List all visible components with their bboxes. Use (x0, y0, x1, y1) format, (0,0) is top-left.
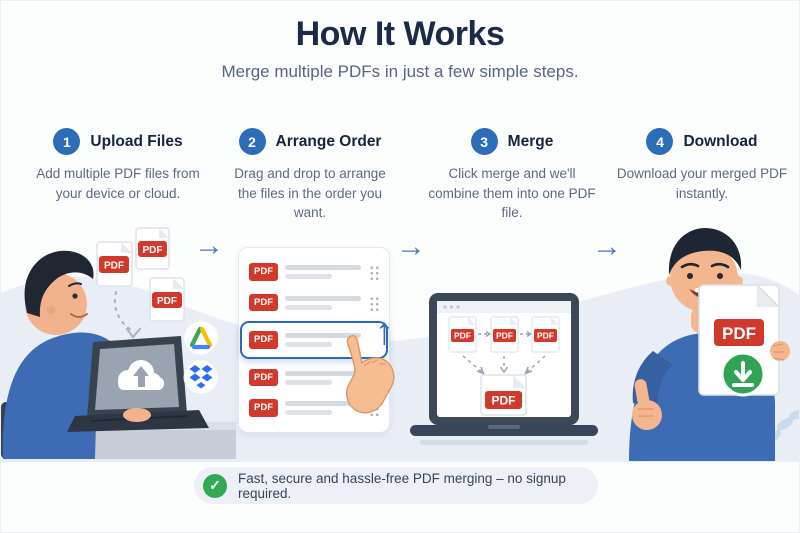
file-list-item[interactable]: PDF (249, 260, 379, 284)
pdf-badge: PDF (249, 263, 278, 281)
thumbs-up-icon (632, 351, 673, 430)
step-number-badge: 3 (470, 128, 498, 155)
merged-pdf-document: PDF (698, 284, 780, 397)
step-download: 4 Download Download your merged PDF inst… (611, 128, 793, 203)
laptop-base (410, 425, 598, 436)
svg-text:PDF: PDF (496, 331, 513, 341)
step-description: Click merge and we'll combine them into … (428, 166, 596, 221)
step-upload-files: 1 Upload Files Add multiple PDF files fr… (23, 128, 213, 203)
person-hair (668, 228, 742, 275)
pdf-file-icon: PDF (490, 316, 519, 353)
download-illustration: PDF (611, 223, 799, 461)
svg-text:PDF: PDF (492, 394, 516, 408)
person-hair (24, 250, 94, 317)
file-list-item[interactable]: PDF (249, 291, 379, 315)
merged-pdf-file-icon: PDF (480, 374, 527, 416)
svg-text:PDF: PDF (537, 331, 554, 341)
svg-text:PDF: PDF (104, 261, 124, 272)
download-icon (720, 351, 766, 397)
file-text-placeholder (285, 333, 361, 347)
file-text-placeholder (285, 265, 361, 279)
dashed-drop-arrow-icon (113, 290, 142, 339)
step-title: Upload Files (90, 132, 183, 150)
step-arrange-order: 2 Arrange Order Drag and drop to arrange… (225, 128, 395, 223)
pdf-file-icon: PDF (448, 316, 477, 353)
step-number-badge: 4 (646, 128, 674, 155)
hand-cursor-icon (345, 334, 395, 414)
file-text-placeholder (285, 295, 361, 310)
flow-right-arrow-icon: → (396, 230, 426, 263)
step-merge: 3 Merge Click merge and we'll combine th… (427, 128, 597, 223)
pdf-file-icon: PDF (531, 316, 560, 353)
step-title: Merge (507, 132, 554, 150)
step-number-badge: 1 (53, 128, 81, 155)
step-title: Download (683, 132, 758, 150)
page-subtitle: Merge multiple PDFs in just a few simple… (221, 62, 579, 81)
step-description: Drag and drop to arrange the files in th… (234, 166, 386, 221)
file-list-item-selected[interactable]: PDF (240, 321, 388, 359)
drag-handle-icon[interactable] (368, 264, 379, 280)
step-title: Arrange Order (275, 132, 382, 150)
svg-text:PDF: PDF (454, 331, 471, 341)
google-drive-icon (183, 320, 219, 356)
pdf-badge: PDF (249, 331, 278, 349)
svg-text:PDF: PDF (143, 245, 163, 256)
pdf-file-icon: PDF (135, 227, 170, 270)
file-text-placeholder (285, 401, 361, 415)
svg-text:PDF: PDF (722, 324, 756, 343)
person-hand (123, 408, 151, 422)
arrange-illustration: PDF PDF PDF PDF PDF (236, 243, 406, 439)
step-description: Download your merged PDF instantly. (616, 166, 788, 201)
page-title: How It Works (295, 15, 505, 53)
browser-topbar (437, 301, 571, 313)
merge-dashed-arrows-icon (462, 330, 546, 375)
footer-note-text: Fast, secure and hassle-free PDF merging… (238, 470, 566, 501)
flow-right-arrow-icon: → (592, 230, 622, 263)
pdf-badge: PDF (249, 399, 278, 417)
svg-text:PDF: PDF (157, 296, 177, 307)
pdf-badge: PDF (249, 368, 278, 387)
cloud-upload-icon (118, 360, 164, 390)
file-text-placeholder (285, 370, 361, 385)
upload-illustration: PDF PDF PDF (1, 226, 236, 459)
dropbox-icon (183, 359, 219, 395)
pdf-file-icon: PDF (96, 241, 133, 287)
check-icon: ✓ (203, 473, 227, 498)
pdf-file-icon: PDF (149, 277, 185, 322)
footer-note: ✓ Fast, secure and hassle-free PDF mergi… (194, 467, 598, 504)
drag-handle-icon[interactable] (368, 294, 379, 311)
step-description: Add multiple PDF files from your device … (36, 166, 200, 201)
move-up-arrow-icon: ↑ (375, 311, 394, 353)
merge-illustration: PDF PDF PDF (406, 283, 602, 459)
flow-right-arrow-icon: → (194, 229, 224, 262)
step-number-badge: 2 (238, 128, 266, 155)
pdf-badge: PDF (249, 293, 278, 312)
